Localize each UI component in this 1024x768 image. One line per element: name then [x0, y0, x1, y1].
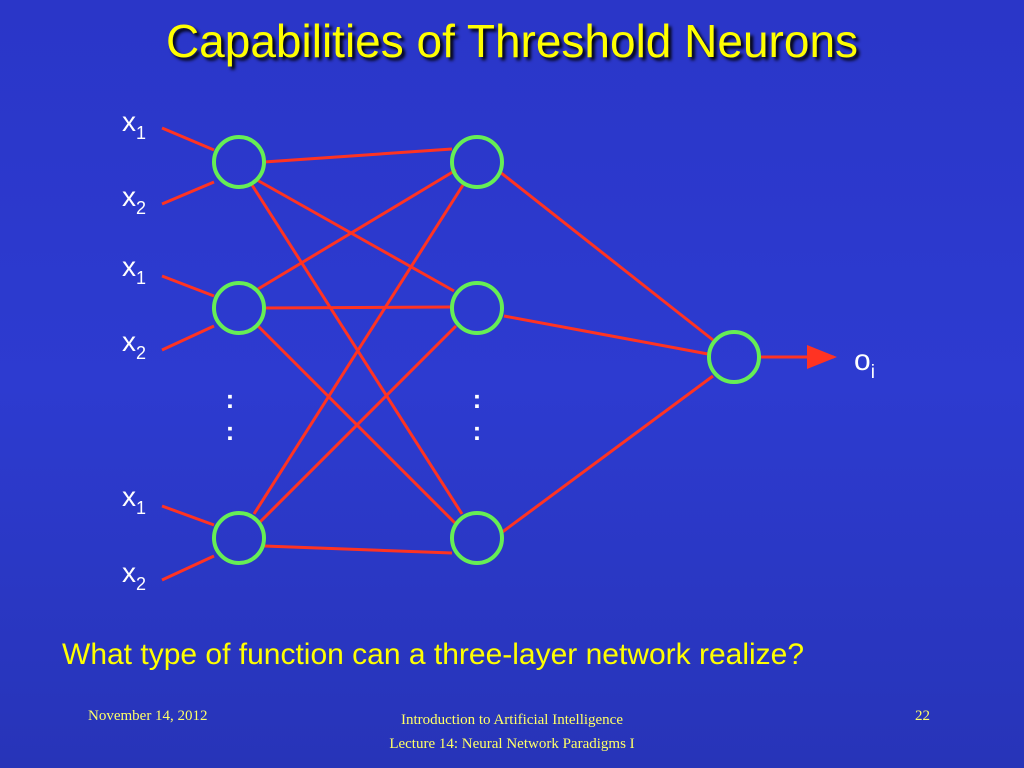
ellipsis-layer2: : : [473, 384, 482, 446]
edge-input-1 [161, 126, 215, 152]
input-var-1: x [122, 106, 136, 137]
edge-h1c-h2a [252, 184, 465, 515]
output-label: oi [854, 344, 875, 383]
layer2-to-output-edges [499, 170, 714, 535]
footer-date: November 14, 2012 [88, 708, 208, 724]
edge-h1a-h2a [263, 147, 453, 164]
output-var: o [854, 344, 871, 377]
footer-lecture: Lecture 14: Neural Network Paradigms I [389, 736, 635, 752]
input-label-1: x1 [122, 106, 146, 143]
footer-course: Introduction to Artificial Intelligence [400, 712, 623, 728]
input-var-2: x [122, 181, 136, 212]
input-label-2: x2 [122, 181, 146, 218]
input-var-3: x [122, 251, 136, 282]
ellipsis-layer1: : : [226, 384, 235, 446]
input-sub-1: 1 [136, 123, 146, 143]
hidden1-node-3 [212, 511, 266, 565]
input-sub-3: 1 [136, 268, 146, 288]
edge-h2c-out [500, 374, 714, 535]
hidden2-node-3 [450, 511, 504, 565]
footer-course-info: Introduction to Artificial Intelligence … [0, 708, 1024, 756]
input-var-6: x [122, 557, 136, 588]
ellipsis-layer2-top: : [473, 384, 482, 414]
input-var-5: x [122, 481, 136, 512]
input-sub-6: 2 [136, 574, 146, 594]
edge-h1b-h2b [263, 305, 453, 310]
edge-input-5 [161, 504, 215, 527]
output-node [707, 330, 761, 384]
edge-input-3 [161, 274, 215, 298]
nodes [212, 135, 761, 565]
edge-h2a-out [499, 170, 714, 342]
ellipsis-layer1-bottom: : [226, 416, 235, 446]
input-var-4: x [122, 326, 136, 357]
input-label-5: x1 [122, 481, 146, 518]
input-label-6: x2 [122, 557, 146, 594]
input-sub-2: 2 [136, 198, 146, 218]
edge-h1c-h2b [256, 324, 458, 526]
edge-h1c-h2c [263, 544, 453, 555]
edge-input-2 [161, 180, 215, 206]
edge-input-4 [161, 324, 215, 352]
page-number: 22 [915, 708, 930, 724]
input-label-4: x2 [122, 326, 146, 363]
edge-input-6 [161, 554, 215, 582]
ellipsis-layer2-bottom: : [473, 416, 482, 446]
hidden1-node-2 [212, 281, 266, 335]
ellipsis-layer1-top: : [226, 384, 235, 414]
question-text: What type of function can a three-layer … [62, 638, 805, 671]
hidden2-node-1 [450, 135, 504, 189]
hidden2-node-2 [450, 281, 504, 335]
edge-h1b-h2a [257, 168, 457, 291]
input-labels: x1 x2 x1 x2 x1 x2 [122, 106, 146, 594]
output-sub: i [871, 362, 875, 383]
slide-title: Capabilities of Threshold Neurons [165, 15, 859, 67]
layer1-to-layer2-edges [250, 147, 465, 555]
input-sub-5: 1 [136, 498, 146, 518]
input-edges [161, 126, 215, 582]
input-label-3: x1 [122, 251, 146, 288]
edge-h1a-h2b [256, 178, 455, 293]
hidden1-node-1 [212, 135, 266, 189]
input-sub-4: 2 [136, 343, 146, 363]
edge-h2b-out [503, 314, 709, 356]
